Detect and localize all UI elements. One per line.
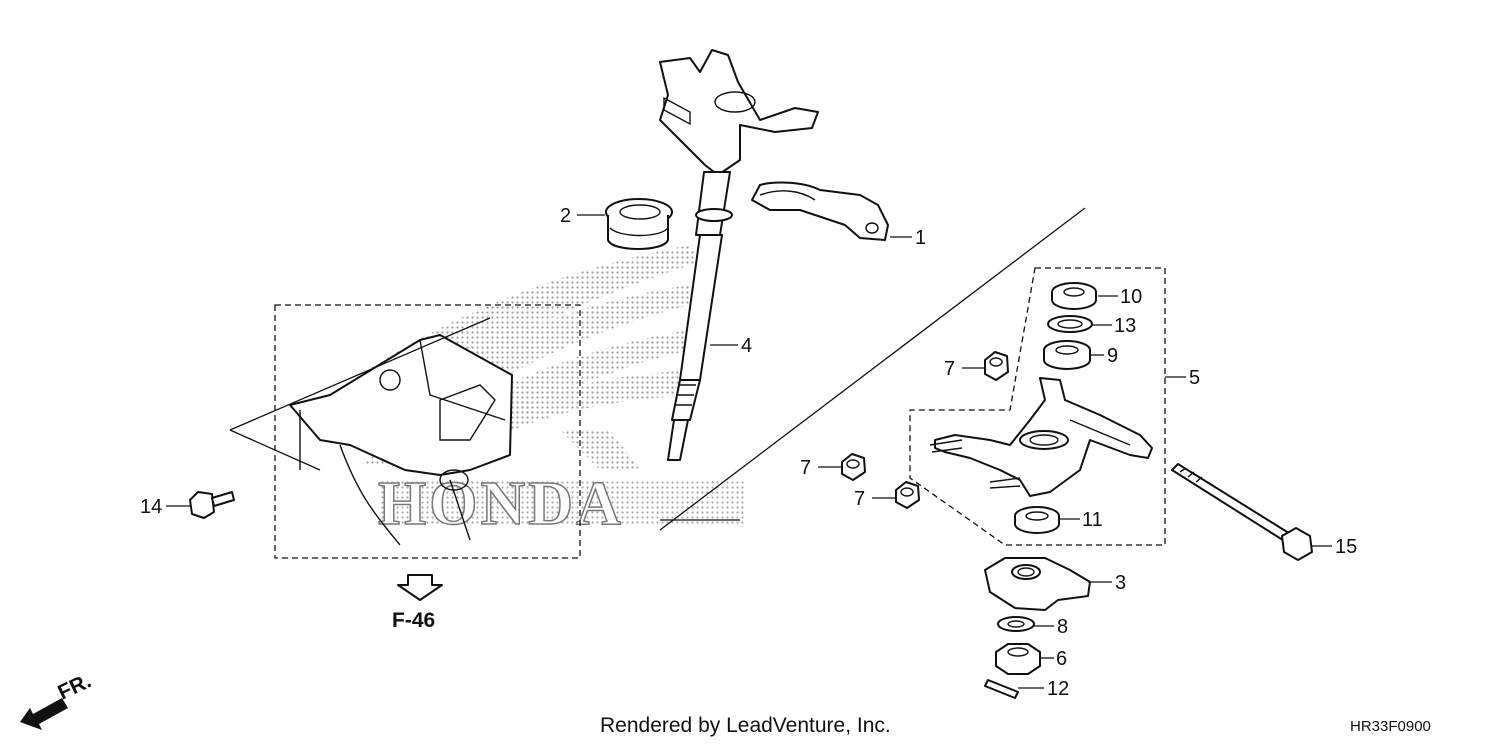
callout-7-upper: 7 (944, 358, 955, 380)
reference-arrow (397, 574, 443, 601)
callout-4: 4 (741, 335, 752, 357)
callout-15: 15 (1335, 536, 1357, 558)
cotter-pin-part-12 (984, 679, 1019, 699)
washer-part-8 (997, 616, 1035, 632)
parts-group-box (909, 267, 1166, 546)
bearing-part-9 (1043, 340, 1091, 370)
seal-part-2 (605, 198, 673, 250)
callout-7-lower: 7 (854, 488, 865, 510)
callout-3: 3 (1115, 572, 1126, 594)
callout-13: 13 (1114, 315, 1136, 337)
callout-11: 11 (1082, 509, 1103, 531)
frame-reference-box (274, 304, 581, 559)
seal-part-11 (1014, 506, 1060, 534)
diagram-code: HR33F0900 (1350, 718, 1431, 735)
nut-part-7-middle (841, 453, 866, 481)
nut-part-7-upper (984, 351, 1009, 381)
callout-8: 8 (1057, 616, 1068, 638)
steering-shaft-part-4 (659, 49, 819, 461)
nut-part-6 (995, 643, 1041, 675)
seal-part-13 (1047, 315, 1093, 333)
reference-label: F-46 (392, 609, 435, 632)
frame-head-pipe (289, 334, 513, 546)
plate-part-3 (984, 557, 1091, 611)
callout-1: 1 (915, 227, 926, 249)
lever-arm-part-5 (929, 377, 1153, 497)
clamp-part-1 (751, 181, 889, 241)
callout-14: 14 (140, 496, 162, 518)
bolt-part-14 (189, 491, 235, 519)
nut-part-7-lower (895, 481, 920, 509)
bearing-part-10 (1051, 282, 1097, 310)
honda-watermark-text: HONDA (378, 470, 624, 538)
callout-5: 5 (1189, 367, 1200, 389)
callout-12: 12 (1047, 678, 1069, 700)
front-direction-icon (20, 698, 68, 730)
callout-6: 6 (1056, 648, 1067, 670)
footer-credit: Rendered by LeadVenture, Inc. (600, 714, 891, 737)
callout-7-middle: 7 (800, 457, 811, 479)
bolt-part-15 (1171, 463, 1313, 561)
callout-10: 10 (1120, 286, 1142, 308)
callout-2: 2 (560, 205, 571, 227)
callout-leaders (166, 214, 1332, 689)
callout-9: 9 (1107, 345, 1118, 367)
